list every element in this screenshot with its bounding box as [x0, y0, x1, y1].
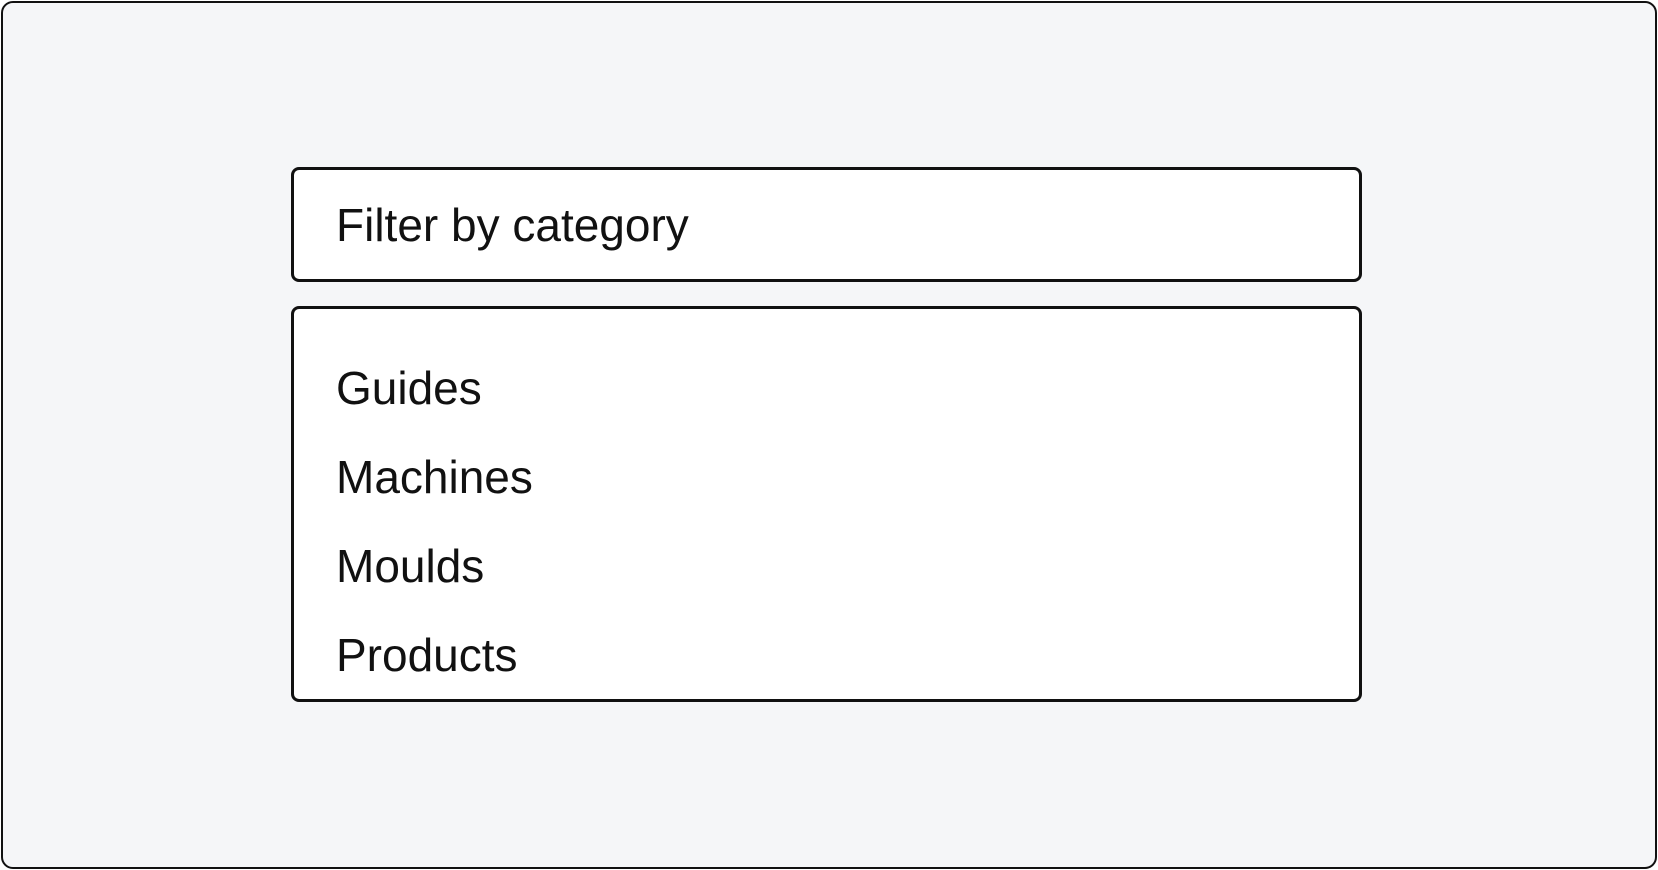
option-moulds[interactable]: Moulds [336, 539, 485, 592]
category-filter-select[interactable]: Filter by category [291, 167, 1362, 282]
option-products[interactable]: Products [336, 628, 518, 681]
category-options-list: Guides Machines Moulds Products [291, 306, 1362, 702]
option-machines[interactable]: Machines [336, 450, 533, 503]
filter-label: Filter by category [336, 198, 689, 251]
option-guides[interactable]: Guides [336, 361, 482, 414]
